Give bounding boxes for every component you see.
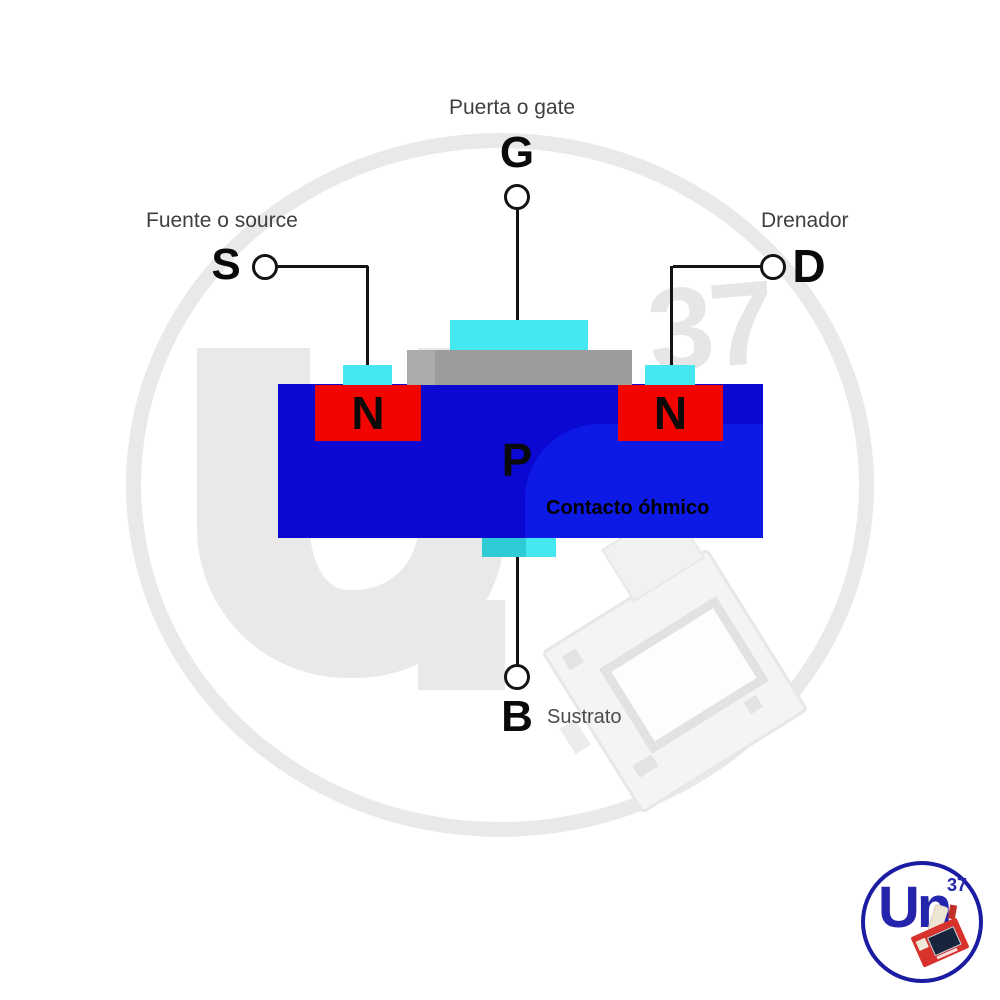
drain-wire-vertical [670,266,673,366]
n-region-drain: N [618,385,723,441]
gate-terminal-letter: G [499,128,535,177]
drain-wire-horizontal [673,265,762,268]
drain-contact [645,365,695,385]
gate-oxide [407,350,632,385]
drain-label: Drenador [761,209,849,232]
gate-terminal-circle [504,184,530,210]
source-contact [343,365,392,385]
gate-label: Puerta o gate [449,96,576,119]
source-label: Fuente o source [146,209,298,232]
ohmic-contact-label: Contacto óhmico [546,497,710,519]
substrate-terminal-circle [504,664,530,690]
gate-oxide-highlight [407,350,435,385]
watermark-letter-u-stem [418,600,505,690]
substrate-wire-vertical [516,556,519,667]
drain-terminal-circle [760,254,786,280]
drain-terminal-letter: D [792,240,826,292]
source-terminal-circle [252,254,278,280]
n-region-drain-letter: N [653,387,688,439]
source-wire-vertical [366,266,369,366]
brand-logo-number: 37 [947,875,968,895]
substrate-label: Sustrato [547,706,622,728]
brand-logo-board-screen [927,926,962,957]
gate-contact [450,320,588,350]
p-substrate-light-region [525,424,763,538]
source-wire-horizontal [277,265,368,268]
substrate-terminal-letter: B [501,692,533,741]
substrate-contact-shaded [482,538,526,557]
gate-wire-vertical [516,209,519,321]
source-terminal-letter: S [211,240,241,289]
p-region-letter: P [501,434,533,486]
n-region-source: N [315,385,421,441]
brand-logo: Un 37 [861,861,983,983]
n-region-source-letter: N [351,387,385,439]
